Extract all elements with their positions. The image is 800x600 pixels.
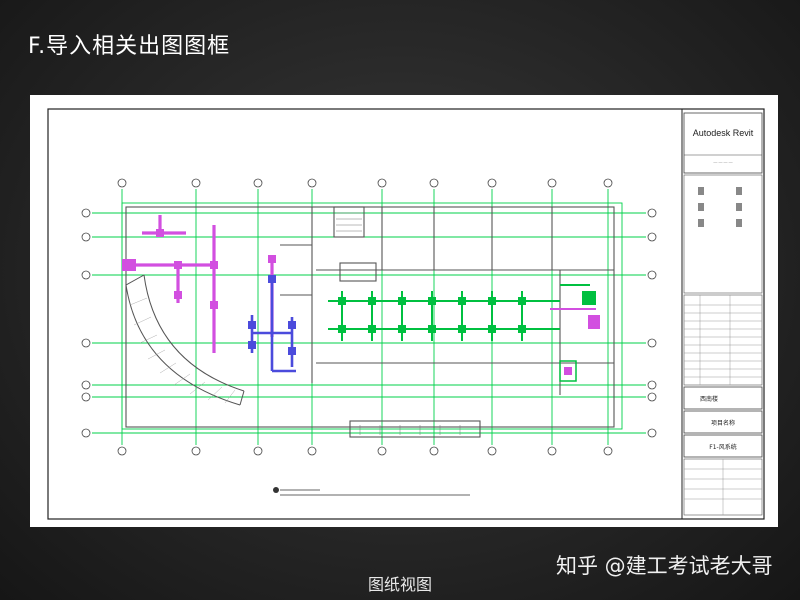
- title-block-field-3: F1-风系统: [709, 443, 736, 451]
- curved-wing: [125, 274, 245, 406]
- title-block-field-1: 西南楼: [700, 395, 718, 403]
- floor-plan-drawing: Autodesk Revit — — — — 西南楼 项目名称: [47, 108, 765, 520]
- grid-lines: [92, 189, 646, 445]
- watermark: 知乎 @建工考试老大哥: [556, 554, 773, 578]
- curved-wing-hatch: [129, 297, 236, 404]
- building-walls: [125, 206, 615, 438]
- grid-bubbles-top: [117, 178, 613, 188]
- grid-bubbles-sides: [81, 208, 657, 438]
- stairs: [336, 212, 461, 435]
- title-block-subtitle: — — — —: [713, 159, 732, 164]
- view-label: [273, 487, 470, 496]
- slide-title: F.导入相关出图图框: [28, 34, 231, 59]
- slide-caption: 图纸视图: [367, 575, 432, 594]
- title-block-field-2: 项目名称: [711, 419, 735, 427]
- diffusers-blue: [248, 275, 296, 355]
- title-block-brand: Autodesk Revit: [693, 128, 754, 138]
- diffusers-magenta: [122, 229, 276, 309]
- diffusers-green: [338, 291, 596, 333]
- drawing-sheet: Autodesk Revit — — — — 西南楼 项目名称: [30, 95, 778, 527]
- grid-bubbles-bottom: [117, 446, 613, 456]
- title-block: Autodesk Revit — — — — 西南楼 项目名称: [681, 108, 765, 520]
- equipment-right: [550, 308, 600, 382]
